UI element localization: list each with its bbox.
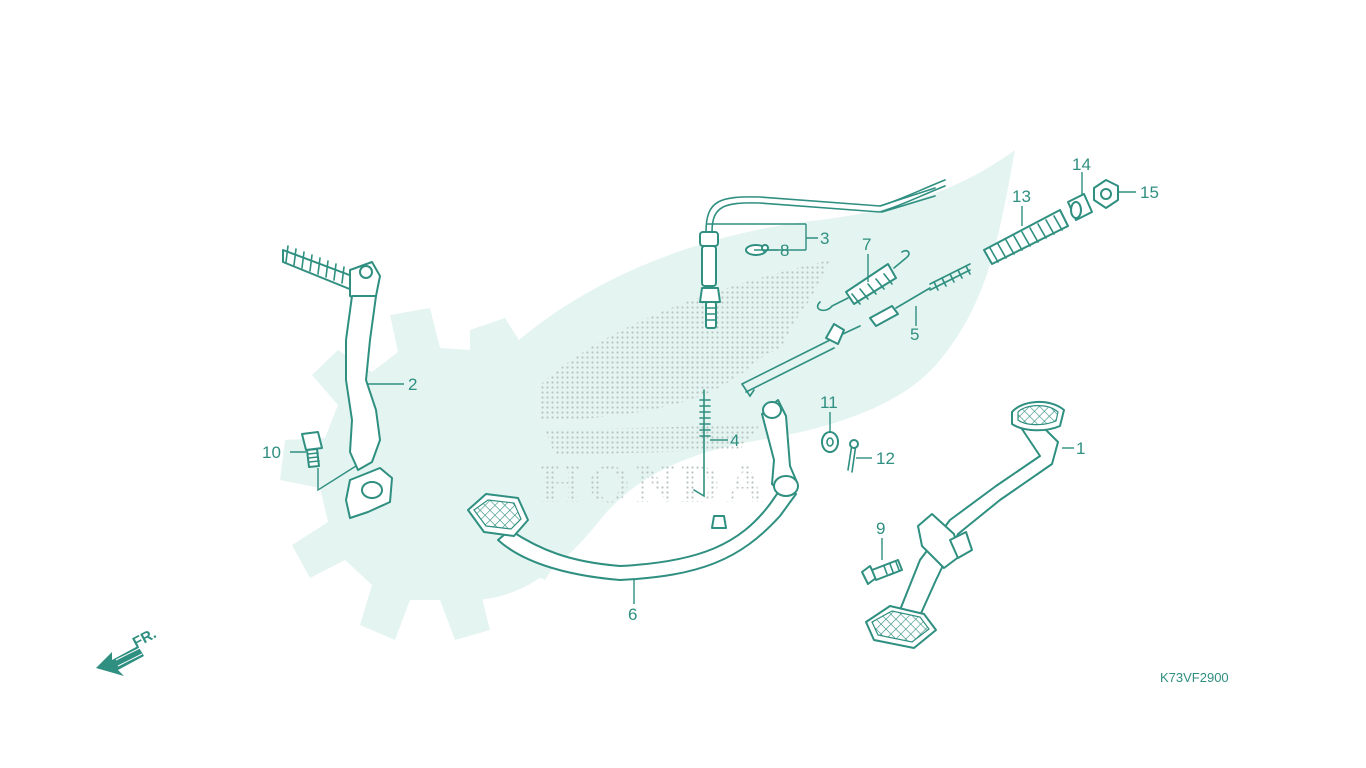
callout-13: 13 <box>1012 187 1031 206</box>
bolt-part-9 <box>861 559 903 585</box>
callout-2: 2 <box>408 375 417 394</box>
watermark-brand-text: HONDA <box>540 454 771 514</box>
callout-8: 8 <box>780 241 789 260</box>
nut-part-15 <box>1093 179 1119 209</box>
joint-part-14 <box>1067 193 1093 221</box>
washer-part-11 <box>821 431 839 453</box>
callout-labels: 1 2 3 4 5 6 7 8 9 10 11 12 13 14 15 <box>262 155 1159 624</box>
callout-4: 4 <box>730 431 739 450</box>
brake-pedal-part-6 <box>467 323 861 581</box>
callout-15: 15 <box>1140 183 1159 202</box>
kick-starter-arm <box>282 245 393 519</box>
callout-10: 10 <box>262 443 281 462</box>
callout-11: 11 <box>820 393 838 412</box>
callout-3: 3 <box>820 229 829 248</box>
kick-starter-spring <box>285 245 345 284</box>
leader-lines <box>290 172 1136 604</box>
bolt-part-10 <box>301 431 323 468</box>
diagram-code: K73VF2900 <box>1160 670 1229 685</box>
callout-1: 1 <box>1076 439 1085 458</box>
callout-9: 9 <box>876 519 885 538</box>
stop-switch-cable <box>699 179 946 329</box>
brake-pedal-part-1 <box>865 401 1065 649</box>
front-direction-arrow: FR. <box>96 625 159 676</box>
spring-part-13 <box>983 209 1069 265</box>
watermark-wing-dots-stripe <box>560 330 790 410</box>
spring-part-7 <box>816 249 910 312</box>
callout-6: 6 <box>628 605 637 624</box>
brake-rod-part-5 <box>869 263 971 327</box>
callout-5: 5 <box>910 325 919 344</box>
callout-7: 7 <box>862 235 871 254</box>
callout-14: 14 <box>1072 155 1091 174</box>
watermark-wing-dots-lower <box>545 425 760 455</box>
front-arrow-icon <box>96 646 144 676</box>
cotter-pin-part-12 <box>847 439 859 473</box>
front-arrow-label: FR. <box>130 625 159 651</box>
spring-part-4 <box>693 389 711 498</box>
callout-12: 12 <box>876 449 895 468</box>
